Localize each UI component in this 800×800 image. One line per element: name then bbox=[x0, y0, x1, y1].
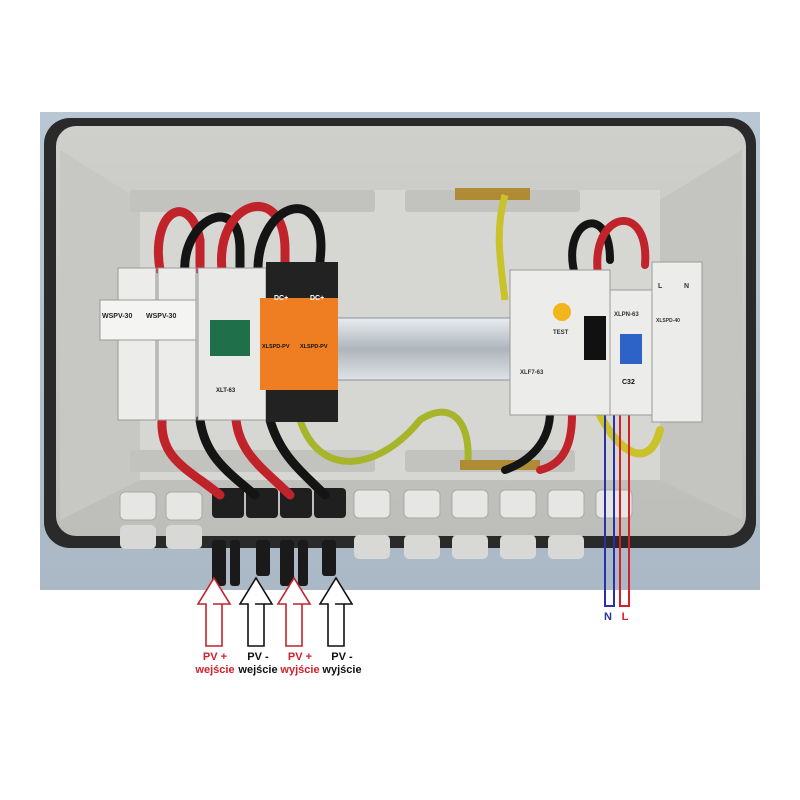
ac-wires bbox=[501, 217, 664, 474]
ac-spd bbox=[651, 261, 703, 423]
fuse2-label: WSPV-30 bbox=[146, 313, 176, 320]
up-arrow-icon-red bbox=[276, 576, 312, 647]
ac-spd-l-mark: L bbox=[658, 283, 663, 290]
rcd-test-button bbox=[553, 303, 571, 321]
breaker-label: XLT-63 bbox=[216, 388, 236, 394]
mc4-connectors bbox=[212, 540, 336, 586]
rcd-test-label: TEST bbox=[553, 330, 569, 336]
n-wire-indicator bbox=[604, 410, 615, 607]
up-arrow-icon-red bbox=[196, 576, 232, 647]
pv2-label: PV - wejście bbox=[236, 652, 280, 676]
fuse1-label: WSPV-30 bbox=[102, 313, 132, 320]
rcd-model-label: XLF7-63 bbox=[520, 370, 544, 376]
dc-wires-top bbox=[154, 202, 326, 280]
spd2-top-label: DC+ bbox=[310, 295, 324, 302]
spd1-top-label: DC+ bbox=[274, 295, 288, 302]
spd1-name-label: XLSPD-PV bbox=[262, 344, 290, 350]
white-bottom bbox=[0, 590, 800, 800]
pv1-label: PV + wejście bbox=[193, 652, 237, 676]
up-arrow-icon-black bbox=[318, 576, 354, 647]
ground-bar-top bbox=[455, 188, 530, 200]
dc-fuse-holders bbox=[99, 267, 197, 421]
pv3-bottom-text: wyjście bbox=[280, 664, 320, 676]
rcd-toggle bbox=[584, 316, 606, 360]
ac-spd-n-mark: N bbox=[684, 283, 689, 290]
l-label: L bbox=[621, 611, 629, 623]
din-rail bbox=[329, 317, 531, 381]
dc-wires-bottom bbox=[157, 415, 330, 500]
dc-spd-1-module bbox=[260, 298, 300, 390]
pv3-label: PV + wyjście bbox=[278, 652, 322, 676]
ac-mcb-toggle bbox=[620, 334, 642, 364]
mcb-model-label: XLPN-63 bbox=[614, 312, 639, 318]
pv1-bottom-text: wejście bbox=[195, 664, 235, 676]
ground-wire bbox=[296, 408, 472, 465]
pv3-top-text: PV + bbox=[287, 651, 313, 663]
l-wire-indicator bbox=[619, 410, 630, 607]
dc-spd-2-module bbox=[298, 298, 338, 390]
pv1-top-text: PV + bbox=[202, 651, 228, 663]
pv4-bottom-text: wyjście bbox=[322, 664, 362, 676]
pv4-top-text: PV - bbox=[331, 651, 353, 663]
up-arrow-icon-black bbox=[238, 576, 274, 647]
pv2-bottom-text: wejście bbox=[238, 664, 278, 676]
n-label: N bbox=[604, 611, 612, 623]
ground-bar-bottom bbox=[460, 460, 540, 470]
mcb-rating-label: C32 bbox=[622, 379, 635, 386]
pv4-label: PV - wyjście bbox=[320, 652, 364, 676]
dc-breaker-toggle bbox=[210, 320, 250, 356]
ac-spd-label: XLSPD-40 bbox=[656, 318, 680, 324]
ground-wire-top bbox=[495, 194, 509, 301]
spd2-name-label: XLSPD-PV bbox=[300, 344, 328, 350]
pv2-top-text: PV - bbox=[247, 651, 269, 663]
